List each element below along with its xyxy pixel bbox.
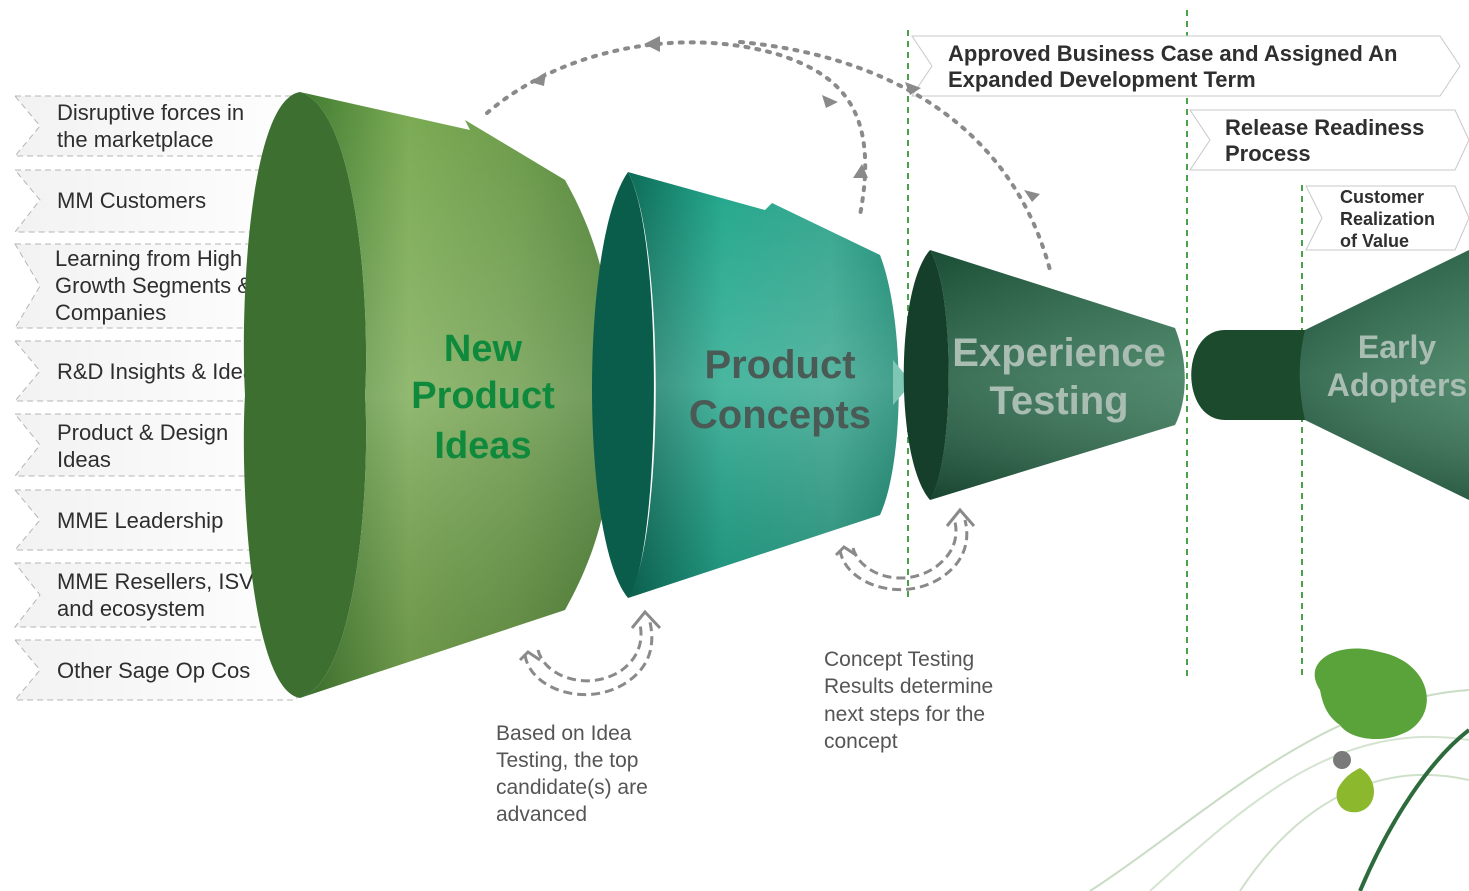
input-label-line: and ecosystem <box>57 596 205 621</box>
stage-connector <box>1191 330 1310 420</box>
input-label-line: R&D Insights & Ideas <box>57 359 266 384</box>
stage-product-concepts: Product Concepts <box>592 172 912 598</box>
input-label-line: MM Customers <box>57 188 206 213</box>
stage-label-line: Concepts <box>689 393 871 437</box>
decorative-leaf-graphic <box>1089 648 1469 891</box>
feedback-arc <box>738 40 1052 272</box>
stage-label-line: Product <box>704 343 855 387</box>
stage-new-product-ideas: New Product Ideas <box>243 92 620 698</box>
note-line: Concept Testing <box>824 648 974 671</box>
loop-arrow <box>523 519 969 697</box>
phase-label-line: Process <box>1225 141 1311 166</box>
phase-label-line: Customer <box>1340 187 1424 207</box>
input-chevron: Disruptive forces in the marketplace <box>13 95 321 157</box>
input-label-line: Learning from High <box>55 246 242 271</box>
input-chevron: MM Customers <box>13 169 321 233</box>
stage-label-line: Early <box>1358 329 1436 365</box>
feedback-arc <box>485 40 868 217</box>
phase-banner: Release Readiness Process <box>1189 109 1469 171</box>
input-chevron: MME Resellers, ISVs and ecosystem <box>13 562 321 628</box>
input-label-line: Growth Segments & <box>55 273 252 298</box>
input-label-line: Disruptive forces in <box>57 100 244 125</box>
stage-label-line: New <box>444 328 523 370</box>
stage-label-line: Ideas <box>434 425 531 467</box>
stage-label-line: Product <box>411 375 555 417</box>
input-label-line: Companies <box>55 300 166 325</box>
input-label-line: the marketplace <box>57 127 214 152</box>
input-chevron: Product & Design Ideas <box>13 413 321 477</box>
phase-dividers <box>907 10 1303 680</box>
note-line: Results determine <box>824 675 993 698</box>
stage-experience-testing: Experience Testing <box>903 250 1185 500</box>
note-line: advanced <box>496 803 587 826</box>
phase-banner: Approved Business Case and Assigned An E… <box>911 35 1461 97</box>
stage-label-line: Adopters <box>1327 367 1467 403</box>
input-label-line: MME Resellers, ISVs <box>57 569 265 594</box>
note-line: concept <box>824 730 898 753</box>
note-line: Based on Idea <box>496 722 632 745</box>
loop-arrowheads <box>518 507 976 662</box>
stage-label-line: Experience <box>952 331 1165 375</box>
input-label-line: Other Sage Op Cos <box>57 658 250 683</box>
stage-early-adopters: Early Adopters <box>1299 250 1469 500</box>
note-line: Testing, the top <box>496 749 638 772</box>
note-idea-testing: Based on Idea Testing, the top candidate… <box>496 722 648 826</box>
phase-label-line: of Value <box>1340 231 1409 251</box>
input-label-line: Product & Design <box>57 420 228 445</box>
input-label-line: Ideas <box>57 447 111 472</box>
note-line: next steps for the <box>824 703 985 726</box>
note-line: candidate(s) are <box>496 776 648 799</box>
input-chevron: Learning from High Growth Segments & Com… <box>14 243 321 329</box>
input-chevron: Other Sage Op Cos <box>13 639 321 701</box>
input-chevrons: Disruptive forces in the marketplace MM … <box>13 95 321 701</box>
phase-banner: Customer Realization of Value <box>1305 185 1469 251</box>
note-concept-testing: Concept Testing Results determine next s… <box>824 648 993 753</box>
phase-label-line: Expanded Development Term <box>948 67 1256 92</box>
phase-label-line: Release Readiness <box>1225 115 1424 140</box>
stage-label-line: Testing <box>989 379 1128 423</box>
arc-arrowheads <box>530 36 1040 202</box>
phase-label-line: Realization <box>1340 209 1435 229</box>
feedback-arcs <box>485 40 1052 272</box>
phase-label-line: Approved Business Case and Assigned An <box>948 41 1397 66</box>
input-label-line: MME Leadership <box>57 508 223 533</box>
